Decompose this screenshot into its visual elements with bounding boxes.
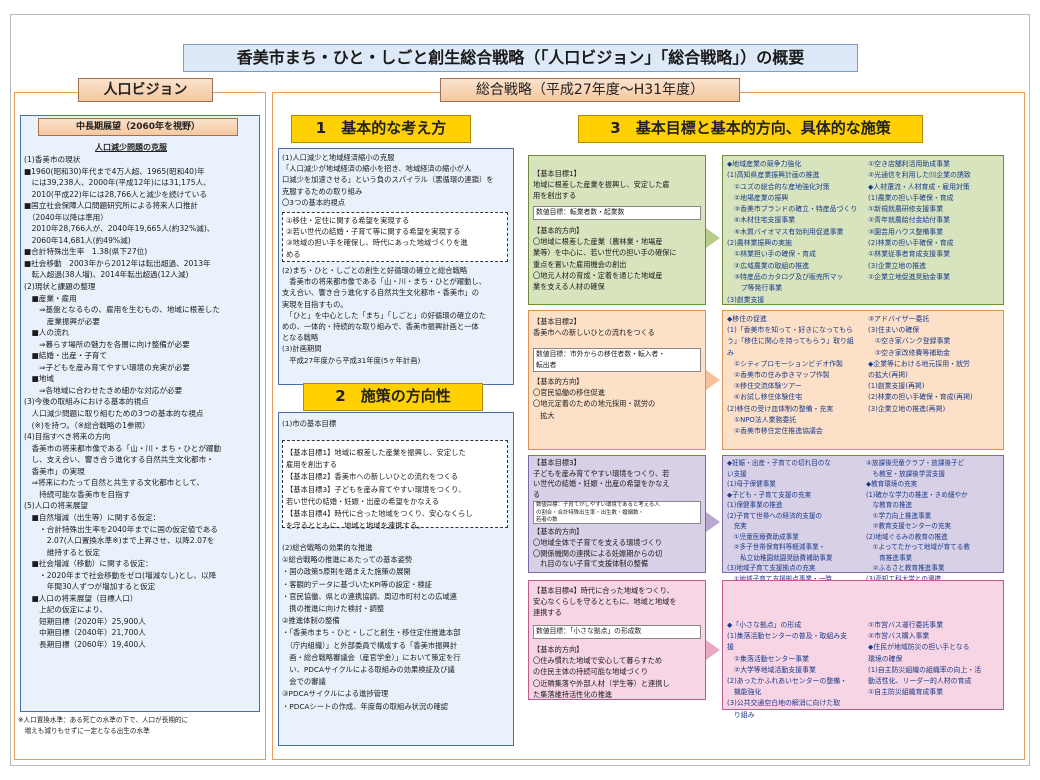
g4-left — [528, 580, 706, 700]
g4-m1: ◆「小さな拠点」の形成 (1)集落活動センターの普及・取組み支 援 ①集落活動セ… — [727, 621, 848, 719]
s3-title: 3 基本目標と基本的方向、具体的な施策 — [578, 115, 923, 143]
g4-dir: 【基本的方向】 〇住み慣れた地域で安心して暮らすため の住民主体の持続可能な地域… — [533, 645, 670, 699]
g4-head: 【基本目標4】時代に合った地域をつくり、 安心なくらしを守るとともに、地域と地域… — [533, 586, 677, 618]
g3-right — [722, 455, 1004, 573]
g2-right — [722, 310, 1004, 450]
g2-left — [528, 310, 706, 450]
g2-kpi: 数値目標：市外からの移住者数・転入者・ 転出者 — [533, 348, 701, 372]
g4-m2: ①市営バス運行委託事業 ②市営バス購入事業 ◆住民が地域防災の担い手となる 環境… — [868, 621, 982, 697]
g1-right — [722, 155, 1004, 305]
outer-frame — [10, 14, 1030, 766]
g3-kpi: 数値目標：子育てがしやすい環境であると考える人 の割合・合計特殊出生率・出生数・… — [533, 501, 701, 524]
s2-body2: (2)総合戦略の効果的な推進 ①総合戦略の推進にあたっての基本姿勢 ・国の政策5… — [282, 543, 461, 711]
strategy-tab: 総合戦略（平成27年度〜H31年度） — [440, 78, 740, 102]
s2-title: 2 施策の方向性 — [303, 383, 483, 411]
g1-m1: ◆地域産業の競争力強化 (1)高知県産業振興計画の推進 ①ユズの総合的な産地強化… — [727, 160, 858, 304]
s1-body2: (2)まち・ひと・しごとの創生と好循環の確立と総合戦略 香美市の将来都市像である… — [282, 266, 487, 365]
vision-subtitle: 中長期展望（2060年を視野） — [38, 118, 238, 136]
g3-arrow — [706, 512, 720, 532]
vision-head: 人口減少問題の克服 — [95, 143, 167, 152]
vision-note: ※人口置換水準：ある死亡の水準の下で、人口が長期的に 増えも減りもせずに一定とな… — [18, 716, 189, 735]
g3-head: 【基本目標3】 子どもを産み育てやすい環境をつくり、若 い世代の結婚・妊娠・出産… — [533, 458, 670, 499]
s2-body1: (1)市の基本目標 — [282, 419, 337, 428]
vision-body: (1)香美市の現状 ■1960(昭和30)年代まで4万人超、1965(昭和40)… — [24, 155, 222, 649]
g4-kpi: 数値目標：「小さな拠点」の形成数 — [533, 625, 701, 639]
g1-dir: 【基本的方向】 〇地域に根差した産業（農林業・地場産 業等）を中心に、若い世代の… — [533, 226, 677, 292]
g4-arrow — [706, 640, 720, 660]
g2-head: 【基本目標2】 香美市への新しいひとの流れをつくる — [533, 317, 655, 338]
page-title: 香美市まち・ひと・しごと創生総合戦略（「人口ビジョン」「総合戦略」）の概要 — [183, 44, 858, 72]
g3-m2: ④放課後児童クラブ・放課後子ど も教室・放課後学習支援 ◆教育環境の充実 (1)… — [866, 459, 970, 583]
g1-m2: ①空き店舗利活用助成事業 ②光通信を利用した⑾企業の誘致 ◆人材還流・人材育成・… — [868, 160, 971, 281]
s1-body1: (1)人口減少と地域経済縮小の克服 「人口減少が地域経済の縮小を招き、地域経済の… — [282, 153, 494, 207]
s1-box — [278, 148, 514, 385]
g4-right — [722, 580, 1004, 710]
vision-tab: 人口ビジョン — [78, 78, 213, 102]
g1-head: 【基本目標1】 地域に根差した産業を振興し、安定した雇 用を創出する — [533, 169, 670, 201]
vision-box — [20, 115, 260, 712]
g3-m1: ◆妊娠・出産・子育ての切れ目のな い支援 (1)母子保健事業 ◆子ども・子育て支… — [727, 459, 833, 593]
g2-dir: 【基本的方向】 〇官民協働の移住促進 〇地元定着のための地元採用・就労の 拡大 — [533, 377, 656, 420]
g1-arrow — [706, 228, 720, 248]
s1-viewpoints: ①移住・定住に関する希望を実現する ②若い世代の結婚・子育て等に関する希望を実現… — [282, 212, 508, 262]
s2-goals: 【基本目標1】地域に根差した産業を振興し、安定した 雇用を創出する 【基本目標2… — [282, 440, 508, 530]
g3-dir: 【基本的方向】 〇地域全体で子育てを支える環境づくり 〇関係機関の連携による妊娠… — [533, 527, 663, 569]
g1-kpi: 数値目標：転業者数・起業数 — [533, 206, 701, 220]
g1-left — [528, 155, 706, 305]
g2-m2: ③アドバイザー委託 (3)住まいの確保 ①空き家バンク登録事業 ②空き家改修費等… — [868, 315, 973, 413]
g2-m1: ◆移住の促進 (1)「香美市を知って・好きになってもら う」「移住に関心を持って… — [727, 315, 854, 436]
s1-title: 1 基本的な考え方 — [291, 115, 471, 143]
g2-arrow — [706, 370, 720, 390]
